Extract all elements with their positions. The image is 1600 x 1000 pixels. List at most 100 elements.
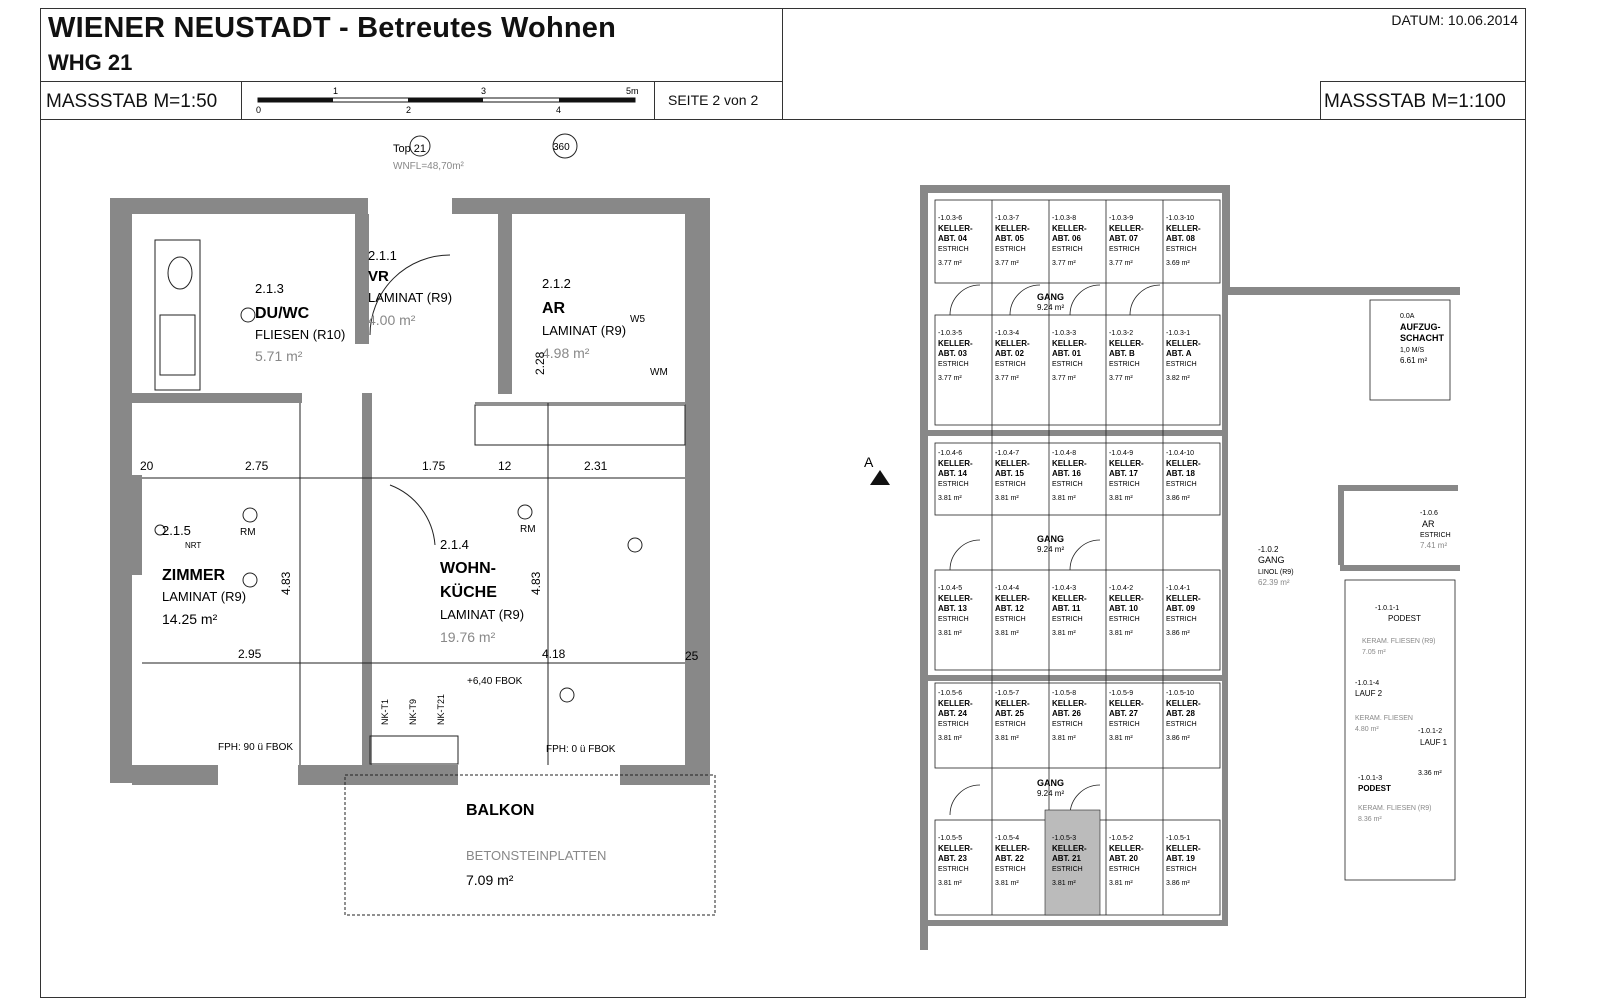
room-floor-vr: LAMINAT (R9) — [368, 290, 452, 305]
cellar-8-line-1: -1.0.3-3 — [1052, 330, 1076, 337]
cellar-3-line-4: ESTRICH — [1052, 246, 1083, 253]
cellar-28-line-3: ABT. 21 — [1052, 854, 1081, 863]
label-w5: W5 — [630, 314, 645, 325]
room-area-zimmer: 14.25 m² — [162, 611, 218, 627]
cellar-2-line-5: 3.77 m² — [995, 260, 1019, 267]
cellar-14-line-3: ABT. 17 — [1109, 469, 1138, 478]
cellar-5-line-4: ESTRICH — [1166, 246, 1197, 253]
cellar-17-line-5: 3.81 m² — [995, 630, 1019, 637]
label-wm: WM — [650, 367, 668, 378]
cellar-25-line-5: 3.86 m² — [1166, 735, 1190, 742]
cellar-15-line-2: KELLER- — [1166, 459, 1201, 468]
aufzug-area: 6.61 m² — [1400, 356, 1427, 365]
cellar-13-line-1: -1.0.4-8 — [1052, 450, 1076, 457]
cellar-24-line-4: ESTRICH — [1109, 721, 1140, 728]
cellar-26-line-4: ESTRICH — [938, 866, 969, 873]
header-bottom-line — [40, 119, 1526, 120]
cellar-2-line-3: ABT. 05 — [995, 234, 1024, 243]
cellar-22-line-3: ABT. 25 — [995, 709, 1024, 718]
lauf2-area: 4.80 m² — [1355, 726, 1379, 733]
room-id-du-wc: 2.1.3 — [255, 281, 284, 296]
room-id-wohnkueche: 2.1.4 — [440, 537, 469, 552]
header-vertical-divider — [782, 8, 783, 119]
cellar-30-line-4: ESTRICH — [1166, 866, 1197, 873]
unit-subtitle: WHG 21 — [48, 50, 133, 75]
label-nk-t1: NK-T1 — [380, 699, 390, 725]
cellar-15-line-4: ESTRICH — [1166, 481, 1197, 488]
podest-2-area: 8.36 m² — [1358, 816, 1382, 823]
cellar-24-line-3: ABT. 27 — [1109, 709, 1138, 718]
cellar-27-line-2: KELLER- — [995, 844, 1030, 853]
section-arrow — [870, 470, 890, 485]
cellar-13-line-5: 3.81 m² — [1052, 495, 1076, 502]
cellar-30-line-3: ABT. 19 — [1166, 854, 1195, 863]
gang-2-area: 9.24 m² — [1037, 545, 1064, 554]
cellar-7-line-1: -1.0.3-4 — [995, 330, 1019, 337]
cellar-15-line-5: 3.86 m² — [1166, 495, 1190, 502]
cellar-29-line-5: 3.81 m² — [1109, 880, 1133, 887]
room-name-vr: VR — [368, 268, 389, 285]
cellar-12-line-5: 3.81 m² — [995, 495, 1019, 502]
dim-4-83-left: 4.83 — [279, 571, 293, 595]
cellar-4-line-1: -1.0.3-9 — [1109, 215, 1133, 222]
podest-2-name: PODEST — [1358, 784, 1391, 793]
cellar-7-line-5: 3.77 m² — [995, 375, 1019, 382]
cellar-20-line-1: -1.0.4-1 — [1166, 585, 1190, 592]
cellar-23-line-1: -1.0.5-8 — [1052, 690, 1076, 697]
label-nk-t9: NK-T9 — [408, 699, 418, 725]
cellar-5-line-3: ABT. 08 — [1166, 234, 1195, 243]
cellar-28-line-4: ESTRICH — [1052, 866, 1083, 873]
cellar-16-line-5: 3.81 m² — [938, 630, 962, 637]
lauf2-no: -1.0.1-4 — [1355, 680, 1379, 687]
label-rm-kueche: RM — [520, 524, 536, 535]
cellar-26-line-2: KELLER- — [938, 844, 973, 853]
gang-3-name: GANG — [1037, 778, 1064, 788]
scale-cell-divider — [241, 81, 242, 119]
cellar-10-line-4: ESTRICH — [1166, 361, 1197, 368]
cellar-28-line-5: 3.81 m² — [1052, 880, 1076, 887]
cellar-16-line-1: -1.0.4-5 — [938, 585, 962, 592]
cellar-9-line-3: ABT. B — [1109, 349, 1135, 358]
label-nk-t21: NK-T21 — [436, 694, 446, 725]
scale-tick-3: 3 — [481, 86, 486, 96]
scale-tick-4: 4 — [556, 105, 561, 114]
cellar-27-line-4: ESTRICH — [995, 866, 1026, 873]
unit-wnfl-label: WNFL=48,70m² — [393, 161, 465, 172]
cellar-17-line-4: ESTRICH — [995, 616, 1026, 623]
cellar-14-line-5: 3.81 m² — [1109, 495, 1133, 502]
podest-1-area: 7.05 m² — [1362, 649, 1386, 656]
cellar-1-line-4: ESTRICH — [938, 246, 969, 253]
cellar-25-line-3: ABT. 28 — [1166, 709, 1195, 718]
cellar-12-line-2: KELLER- — [995, 459, 1030, 468]
cellar-18-line-1: -1.0.4-3 — [1052, 585, 1076, 592]
cellar-10-line-3: ABT. A — [1166, 349, 1192, 358]
cellar-20-line-3: ABT. 09 — [1166, 604, 1195, 613]
podest-1-no: -1.0.1-1 — [1375, 605, 1399, 612]
cellar-23-line-2: KELLER- — [1052, 699, 1087, 708]
scale-right-label: MASSSTAB M=1:100 — [1324, 91, 1506, 112]
room-id-ar: 2.1.2 — [542, 276, 571, 291]
right-scale-top-line — [1320, 81, 1526, 82]
cellar-27-line-1: -1.0.5-4 — [995, 835, 1019, 842]
dim-1-75: 1.75 — [422, 459, 446, 473]
cellar-19-line-5: 3.81 m² — [1109, 630, 1133, 637]
gang-102-name: GANG — [1258, 555, 1285, 565]
project-title: WIENER NEUSTADT - Betreutes Wohnen — [48, 12, 617, 44]
dim-4-18: 4.18 — [542, 647, 566, 661]
lauf1-no: -1.0.1-2 — [1418, 728, 1442, 735]
scale-tick-2: 2 — [406, 105, 411, 114]
dim-4-83-right: 4.83 — [529, 571, 543, 595]
cellar-10-line-5: 3.82 m² — [1166, 375, 1190, 382]
room-floor-ar: LAMINAT (R9) — [542, 323, 626, 338]
cellar-2-line-1: -1.0.3-7 — [995, 215, 1019, 222]
cellar-21-line-1: -1.0.5-6 — [938, 690, 962, 697]
room-area-wohnkueche: 19.76 m² — [440, 629, 496, 645]
gang-3-area: 9.24 m² — [1037, 789, 1064, 798]
aufzug-no: 0.0A — [1400, 313, 1415, 320]
cellar-29-line-1: -1.0.5-2 — [1109, 835, 1133, 842]
lauf1-area: 3.36 m² — [1418, 770, 1442, 777]
gang-102-no: -1.0.2 — [1258, 545, 1279, 554]
cellar-9-line-5: 3.77 m² — [1109, 375, 1133, 382]
scale-tick-1: 1 — [333, 86, 338, 96]
cellar-8-line-3: ABT. 01 — [1052, 349, 1081, 358]
